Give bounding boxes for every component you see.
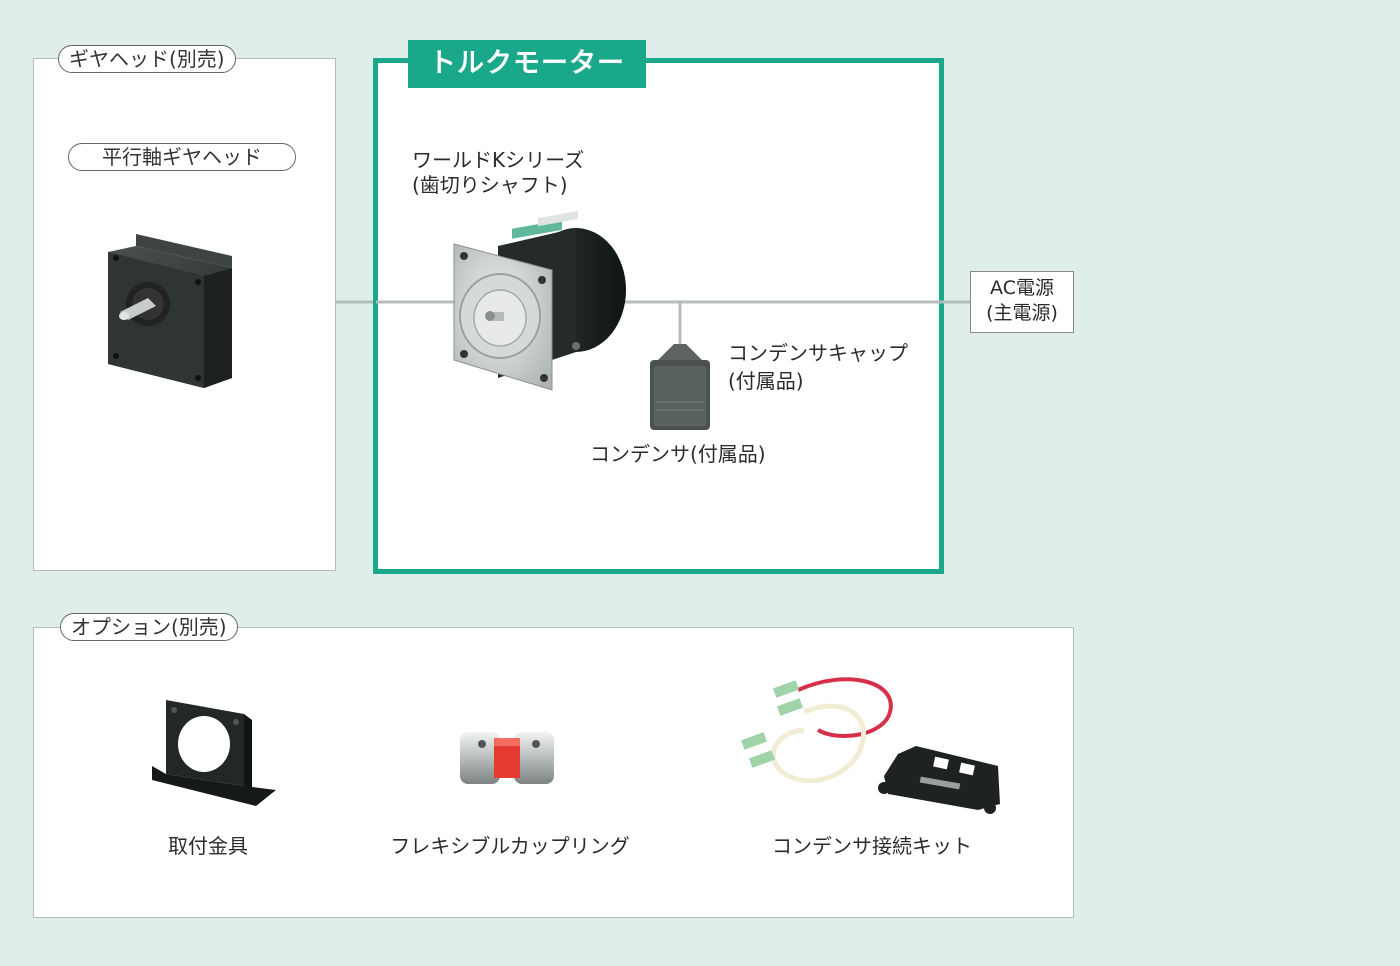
gearhead-image [108, 234, 232, 388]
gearhead-tag: ギヤヘッド(別売) [58, 45, 236, 73]
option-label-condenser-kit: コンデンサ接続キット [772, 834, 972, 858]
flexible-coupling-image [460, 732, 554, 784]
condenser-kit-image [741, 677, 1000, 814]
motor-label-line1: ワールドKシリーズ [412, 148, 585, 172]
parallel-gearhead-label: 平行軸ギヤヘッド [68, 143, 296, 171]
condenser-image [650, 344, 710, 430]
options-tag: オプション(別売) [60, 613, 238, 641]
gearhead-connector [335, 300, 372, 304]
condenser-label: コンデンサ(付属品) [590, 442, 766, 466]
option-label-bracket: 取付金具 [168, 834, 248, 858]
mounting-bracket-image [152, 700, 276, 806]
ac-power-box: AC電源 (主電源) [970, 271, 1074, 333]
ac-power-line2: (主電源) [986, 302, 1058, 324]
motor-label-line2: (歯切りシャフト) [412, 173, 568, 197]
option-label-coupling: フレキシブルカップリング [390, 834, 630, 858]
cap-label-line2: (付属品) [728, 369, 804, 393]
motor-image [453, 211, 626, 391]
cap-label-line1: コンデンサキャップ [728, 341, 908, 365]
ac-power-line1: AC電源 [990, 277, 1054, 299]
torque-motor-title: トルクモーター [408, 40, 646, 88]
